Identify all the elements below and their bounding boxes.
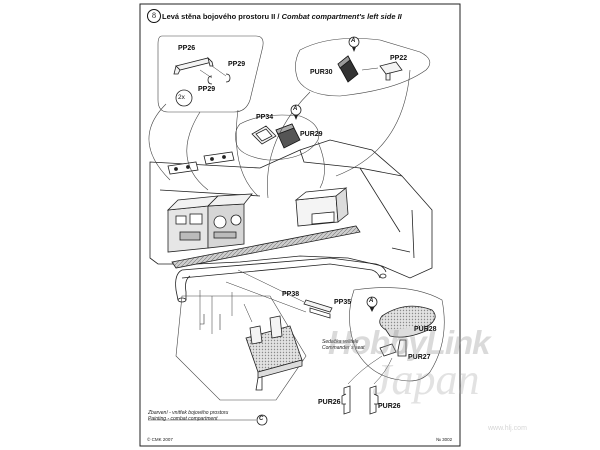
marker-a-seat: A <box>369 298 374 304</box>
inset-commander-seat-outline <box>349 287 445 382</box>
part-pur26-pair <box>341 385 379 415</box>
label-pp29-b: PP29 <box>198 86 216 93</box>
qty-badge <box>175 89 193 107</box>
footer-code: № 3002 <box>436 437 453 442</box>
title-english: Combat compartment's left side II <box>281 12 402 21</box>
qty-label: 2x <box>178 94 185 101</box>
seat-label-en: Commander´s seat <box>322 344 365 351</box>
step-number: 8 <box>147 9 161 23</box>
inset-seat-outline <box>175 295 307 401</box>
label-pp38: PP38 <box>282 291 300 298</box>
hatched-rail <box>171 225 361 269</box>
label-pur29: PUR29 <box>300 131 323 138</box>
inset-pp34-outline <box>235 114 319 161</box>
inset-pp26-outline <box>157 35 264 113</box>
part-pp38-pp35 <box>303 299 333 319</box>
label-pur28: PUR28 <box>414 326 437 333</box>
label-pur30: PUR30 <box>310 69 333 76</box>
label-pp34: PP34 <box>256 114 274 121</box>
label-pur26-a: PUR26 <box>318 399 341 406</box>
equipment-boxes <box>166 193 253 253</box>
seat-label-cz: Sedačka velitele <box>322 339 359 345</box>
leader-lines <box>199 269 307 334</box>
seat-wall-assembly <box>245 315 303 391</box>
painting-note-en: Painting - combat compartment <box>148 415 218 422</box>
label-pur27: PUR27 <box>408 354 431 361</box>
seat-label: Sedačka velitele Commander´s seat <box>322 339 365 352</box>
part-pp22 <box>379 61 403 81</box>
part-pur30 <box>337 55 359 83</box>
inset-pur30-outline <box>295 38 431 97</box>
watermark-url: www.hlj.com <box>488 425 527 432</box>
commander-seat <box>379 305 436 357</box>
watermark-hobbylink: HobbyLink <box>328 324 490 361</box>
pipe <box>175 257 387 303</box>
part-pp29-pair <box>207 73 231 85</box>
marker-c-letter: C <box>259 416 264 422</box>
title-czech: Levá stěna bojového prostoru II / <box>162 12 280 21</box>
watermark-japan: Japan <box>372 355 480 404</box>
part-pp34 <box>251 125 277 145</box>
painting-note-cz: Zbarvení - vnitřek bojového prostoru <box>148 410 229 416</box>
marker-c <box>256 414 268 426</box>
page-title: Levá stěna bojového prostoru II / Combat… <box>162 12 402 21</box>
label-pp35: PP35 <box>334 299 352 306</box>
part-pp26 <box>173 56 214 75</box>
guide-curves <box>148 69 411 199</box>
page-frame <box>139 3 461 447</box>
storage-box <box>294 187 349 227</box>
label-pp22: PP22 <box>390 55 408 62</box>
part-pur29 <box>275 123 301 149</box>
marker-a-middle: A <box>293 106 298 112</box>
marker-a-top: A <box>351 38 356 44</box>
label-pur26-b: PUR26 <box>378 403 401 410</box>
footer-copyright: © CMK 2007 <box>147 437 173 442</box>
painting-note: Zbarvení - vnitřek bojového prostoru Pai… <box>148 410 229 423</box>
label-pp29-a: PP29 <box>228 61 246 68</box>
marker-a-group <box>290 36 378 312</box>
label-pp26: PP26 <box>178 45 196 52</box>
wall-brackets <box>167 151 235 175</box>
